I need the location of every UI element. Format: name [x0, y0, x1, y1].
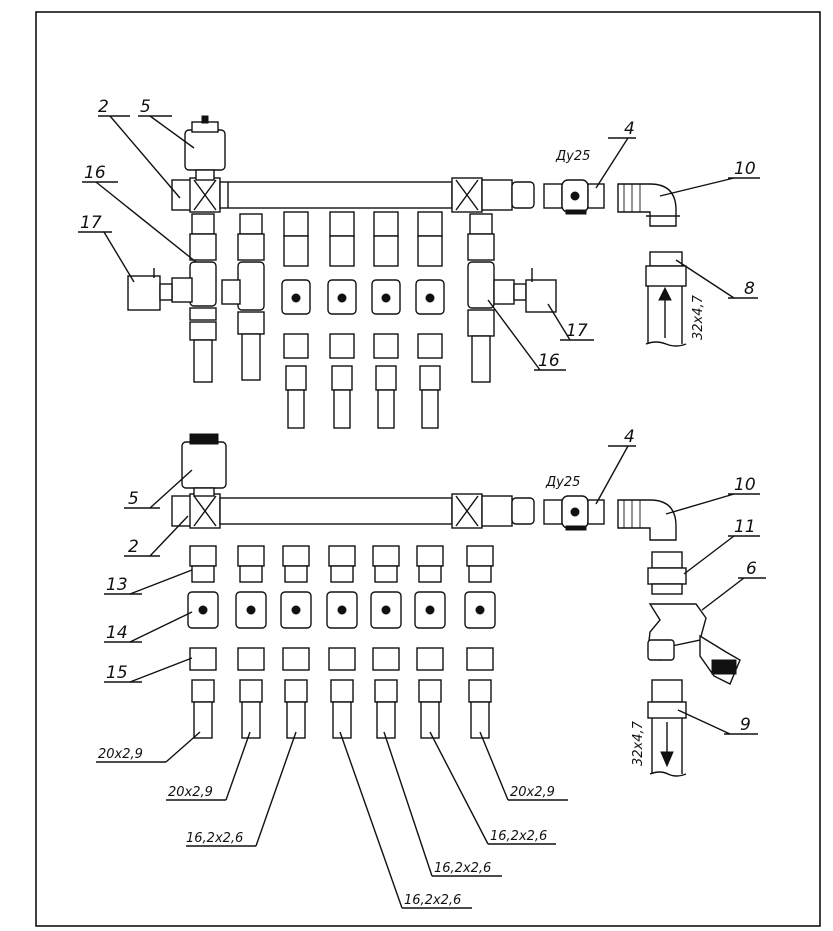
callout-17-left: 17	[80, 213, 102, 233]
pipe-label-20-b: 20x2,9	[168, 785, 213, 800]
pipe-label-16-c: 16,2x2,6	[434, 861, 491, 876]
top-inlet-pipe	[645, 251, 687, 347]
pipe-label-20-c: 20x2,9	[510, 785, 555, 800]
drawing-frame	[35, 11, 821, 927]
callout-labels: 2 5 16 17 4 Ду25 10 8 32x4,7 17 16 4 Ду2…	[80, 97, 757, 908]
callout-10-bottom: 10	[734, 475, 756, 495]
callout-15: 15	[106, 663, 128, 683]
bottom-outlets	[187, 545, 496, 739]
bottom-outlet-column	[464, 545, 496, 739]
bottom-outlet-column	[370, 545, 402, 739]
callout-2-top: 2	[98, 97, 109, 117]
bottom-elbow-fitting	[617, 499, 677, 541]
bottom-inlet-pipe	[647, 679, 687, 777]
callout-2-bottom: 2	[128, 537, 139, 557]
top-leader-lines	[78, 115, 760, 371]
bottom-outlet-column	[326, 545, 358, 739]
bottom-balancing-valve	[647, 603, 741, 685]
main-pipe-size-bottom: 32x4,7	[631, 720, 646, 766]
top-outlet-column	[327, 211, 357, 429]
valve-size-bottom: Ду25	[545, 475, 580, 490]
top-outlet-column	[415, 211, 445, 429]
bottom-manifold-assembly	[96, 433, 766, 909]
pipe-label-16-b: 16,2x2,6	[404, 893, 461, 908]
callout-8: 8	[744, 279, 755, 299]
pipe-label-16-d: 16,2x2,6	[490, 829, 547, 844]
top-outlet-column	[371, 211, 401, 429]
callout-9: 9	[740, 715, 751, 735]
bottom-nipple-fitting	[647, 551, 687, 595]
bottom-leader-lines	[96, 445, 766, 909]
bottom-outlet-column	[414, 545, 446, 739]
callout-5-top: 5	[140, 97, 151, 117]
bottom-air-vent	[181, 433, 227, 497]
top-manifold-assembly	[78, 115, 760, 429]
callout-4-top: 4	[624, 119, 635, 139]
callout-14: 14	[106, 623, 128, 643]
pipe-label-16-a: 16,2x2,6	[186, 831, 243, 846]
bottom-outlet-column	[280, 545, 312, 739]
top-ball-valve	[543, 179, 605, 215]
pipe-label-20-a: 20x2,9	[98, 747, 143, 762]
bottom-manifold-bar	[171, 493, 535, 529]
bottom-outlet-column	[235, 545, 267, 739]
callout-10-top: 10	[734, 159, 756, 179]
top-manifold-bar	[171, 177, 535, 213]
callout-11: 11	[734, 517, 756, 537]
callout-16-left: 16	[84, 163, 106, 183]
top-elbow-fitting	[617, 183, 680, 227]
callout-6: 6	[746, 559, 757, 579]
top-outlet-column	[281, 211, 311, 429]
top-air-vent	[184, 115, 226, 181]
callout-17-right: 17	[566, 321, 588, 341]
top-outlets	[127, 211, 557, 429]
bottom-outlet-column	[187, 545, 219, 739]
bottom-ball-valve	[543, 495, 605, 531]
valve-size-top: Ду25	[555, 149, 590, 164]
main-pipe-size-top: 32x4,7	[691, 294, 706, 340]
callout-5-bottom: 5	[128, 489, 139, 509]
callout-13: 13	[106, 575, 128, 595]
callout-4-bottom: 4	[624, 427, 635, 447]
callout-16-right: 16	[538, 351, 560, 371]
